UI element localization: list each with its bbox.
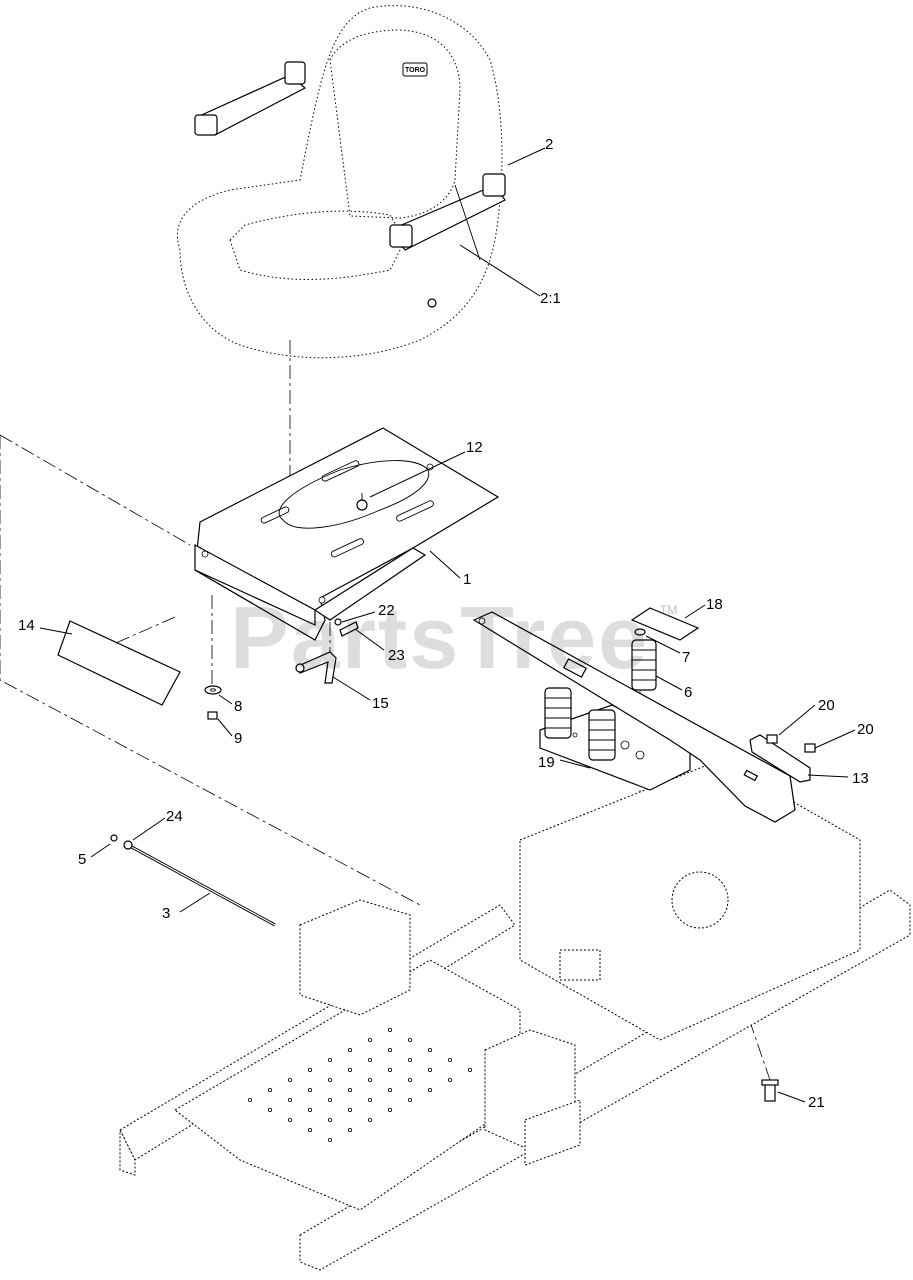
- seat-logo-badge: TORO: [402, 62, 428, 77]
- callout-12: 12: [466, 439, 483, 456]
- left-armrest: [193, 61, 307, 136]
- latch-15: [295, 651, 337, 684]
- rod-3: [123, 840, 276, 927]
- callout-15: 15: [372, 695, 389, 712]
- nut-7: [634, 628, 646, 636]
- right-armrest: [389, 173, 506, 251]
- callout-24: 24: [166, 808, 183, 825]
- callout-20b: 20: [857, 721, 874, 738]
- leader-lines: [39, 147, 856, 1103]
- callout-8: 8: [234, 698, 242, 715]
- callout-1: 1: [463, 571, 471, 588]
- suspension-arm: [472, 611, 796, 823]
- footplate-holes: [247, 1028, 472, 1143]
- callout-20a: 20: [818, 697, 835, 714]
- spring-left: [544, 687, 572, 739]
- watermark: PartsTree TM: [230, 588, 677, 687]
- callout-7: 7: [682, 649, 690, 666]
- spring-6: [631, 639, 657, 691]
- callout-5: 5: [78, 851, 86, 868]
- knob-12: [356, 493, 368, 511]
- callout-2: 2: [545, 136, 553, 153]
- callout-21: 21: [808, 1094, 825, 1111]
- bolt-9: [207, 711, 218, 720]
- callout-3: 3: [162, 905, 170, 922]
- watermark-tm: TM: [660, 603, 677, 617]
- pin-5: [110, 834, 118, 842]
- callout-23: 23: [388, 647, 405, 664]
- callout-14: 14: [18, 617, 35, 634]
- watermark-text: PartsTree: [230, 588, 649, 687]
- bolt-21: [761, 1079, 779, 1102]
- callout-22: 22: [378, 602, 395, 619]
- seat-logo-text: TORO: [405, 67, 426, 74]
- decal-14: [57, 620, 181, 706]
- callout-18: 18: [706, 596, 723, 613]
- bolt-20a: [766, 734, 778, 744]
- bolt-20b: [804, 743, 816, 753]
- seat-mount-pan: [194, 427, 500, 641]
- callout-6: 6: [684, 684, 692, 701]
- callout-19: 19: [538, 754, 555, 771]
- tractor-frame: [119, 759, 911, 1271]
- callout-13: 13: [852, 770, 869, 787]
- seat-assembly: TORO: [176, 5, 506, 359]
- callout-9: 9: [234, 730, 242, 747]
- decal-18: [630, 607, 700, 641]
- callout-labels: 2 2:1 12 1 14 22 23 8 9 15 18 7 6 20 20 …: [18, 136, 874, 1111]
- bracket-13: [749, 734, 811, 783]
- callout-2-1: 2:1: [540, 290, 561, 307]
- pin-23: [339, 621, 359, 637]
- spring-center: [588, 709, 616, 761]
- clip-22: [334, 618, 342, 626]
- washer-8: [204, 685, 222, 695]
